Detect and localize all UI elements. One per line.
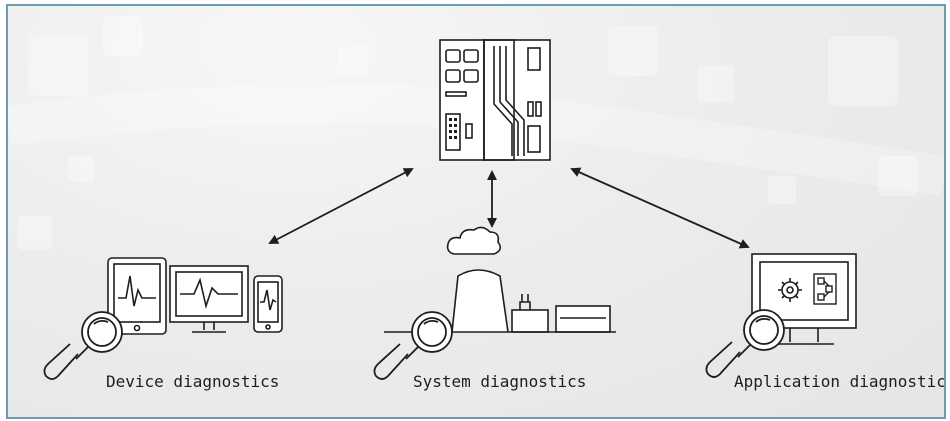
tablet-icon bbox=[107, 257, 167, 335]
magnifier-icon bbox=[373, 311, 453, 380]
monitor-icon bbox=[751, 253, 857, 345]
magnifier-icon bbox=[43, 311, 123, 380]
phone-icon bbox=[253, 275, 283, 333]
diagram-frame: Device diagnostics System diagnostics Ap… bbox=[6, 4, 946, 419]
magnifier-icon bbox=[705, 309, 785, 378]
arrow-device bbox=[268, 168, 414, 244]
diagnostics-diagram bbox=[43, 39, 857, 380]
system-diagnostics-label: System diagnostics bbox=[413, 372, 587, 391]
app-window-icon bbox=[813, 273, 837, 305]
monitor-icon bbox=[169, 265, 249, 333]
cloud-icon bbox=[446, 226, 502, 255]
device-diagnostics-label: Device diagnostics bbox=[106, 372, 280, 391]
gear-icon bbox=[778, 278, 802, 302]
controller-icon bbox=[439, 39, 551, 161]
application-diagnostics-label: Application diagnostics bbox=[734, 372, 946, 391]
arrow-application bbox=[570, 167, 750, 249]
